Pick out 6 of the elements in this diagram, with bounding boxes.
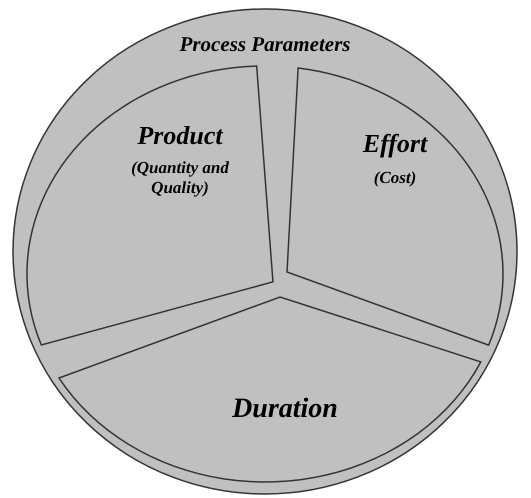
sector-subtitle: (Cost) [372, 168, 418, 188]
sector-heading: Product [136, 120, 224, 152]
sector-subtitle: (Quantity and Quality) [130, 158, 230, 199]
sector-heading: Duration [231, 392, 339, 426]
sector-heading: Effort [362, 128, 429, 160]
title: Process Parameters [178, 32, 352, 58]
